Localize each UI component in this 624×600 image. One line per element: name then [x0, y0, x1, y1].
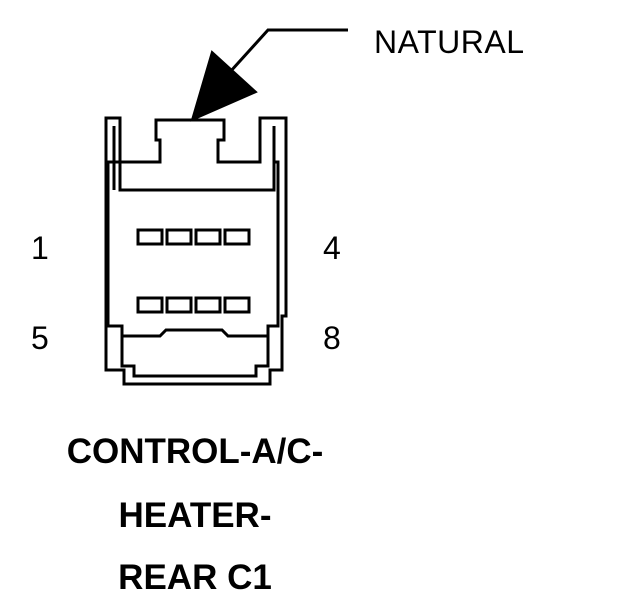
pin-cavity [165, 296, 193, 314]
connector-title-line-3: REAR C1 [118, 558, 272, 597]
pin-cavity [194, 296, 222, 314]
pin-label-5: 5 [31, 320, 49, 356]
callout-arrowhead [190, 50, 258, 122]
callout-leader-line [228, 28, 348, 74]
connector-title-line-2: HEATER- [118, 496, 272, 535]
bottom-notch [104, 316, 268, 338]
pin-cavity [194, 228, 222, 246]
connector-outer-body [104, 116, 288, 386]
natural-callout-label: NATURAL [374, 24, 525, 60]
pin-cavity [136, 228, 164, 246]
pin-cavity [136, 296, 164, 314]
pin-label-4: 4 [323, 230, 341, 266]
pin-label-1: 1 [31, 230, 49, 266]
connector-inner-body [106, 160, 280, 378]
pin-cavity [165, 228, 193, 246]
pin-label-8: 8 [323, 320, 341, 356]
pin-cavity [223, 228, 251, 246]
connector-title-line-1: CONTROL-A/C- [66, 432, 324, 471]
pin-cavity [223, 296, 251, 314]
